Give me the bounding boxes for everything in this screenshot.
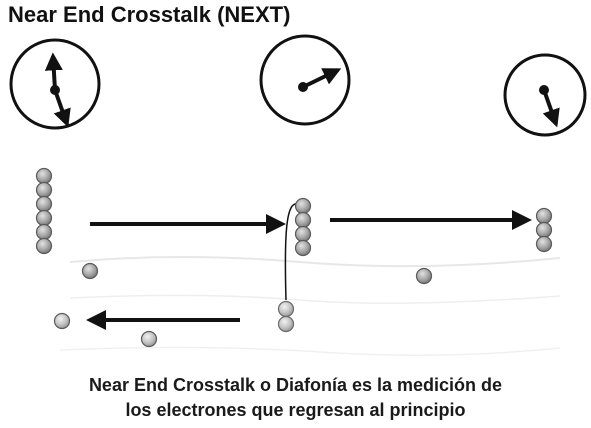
electron-icon [294,197,312,215]
caption-line-2: los electrones que regresan al principio [125,400,466,420]
electron-icon [277,300,295,318]
electron-icon [535,221,553,239]
electron-icon [35,209,53,227]
electron-icon [53,312,71,330]
clock-icon [9,38,101,130]
electron-icon [415,267,433,285]
electron-stack-middle [277,197,312,333]
caption: Near End Crosstalk o Diafonía es la medi… [0,373,591,423]
electron-icon [535,207,553,225]
caption-line-1: Near End Crosstalk o Diafonía es la medi… [88,375,503,395]
electron-icon [35,167,53,185]
electron-icon [35,223,53,241]
electron-stack-right [535,207,553,253]
electron-icon [35,195,53,213]
scattered-electrons [53,262,433,348]
page-title: Near End Crosstalk (NEXT) [8,2,291,27]
electron-icon [294,225,312,243]
electron-icon [35,181,53,199]
wire-traces [59,256,561,356]
clock-icon [503,53,587,137]
electron-icon [294,239,312,257]
clock-icon [259,34,351,126]
electron-icon [35,237,53,255]
electron-icon [140,330,158,348]
electron-icon [277,315,295,333]
electron-icon [81,262,99,280]
electron-icon [535,235,553,253]
electron-stack-left [35,167,53,255]
electron-icon [294,211,312,229]
